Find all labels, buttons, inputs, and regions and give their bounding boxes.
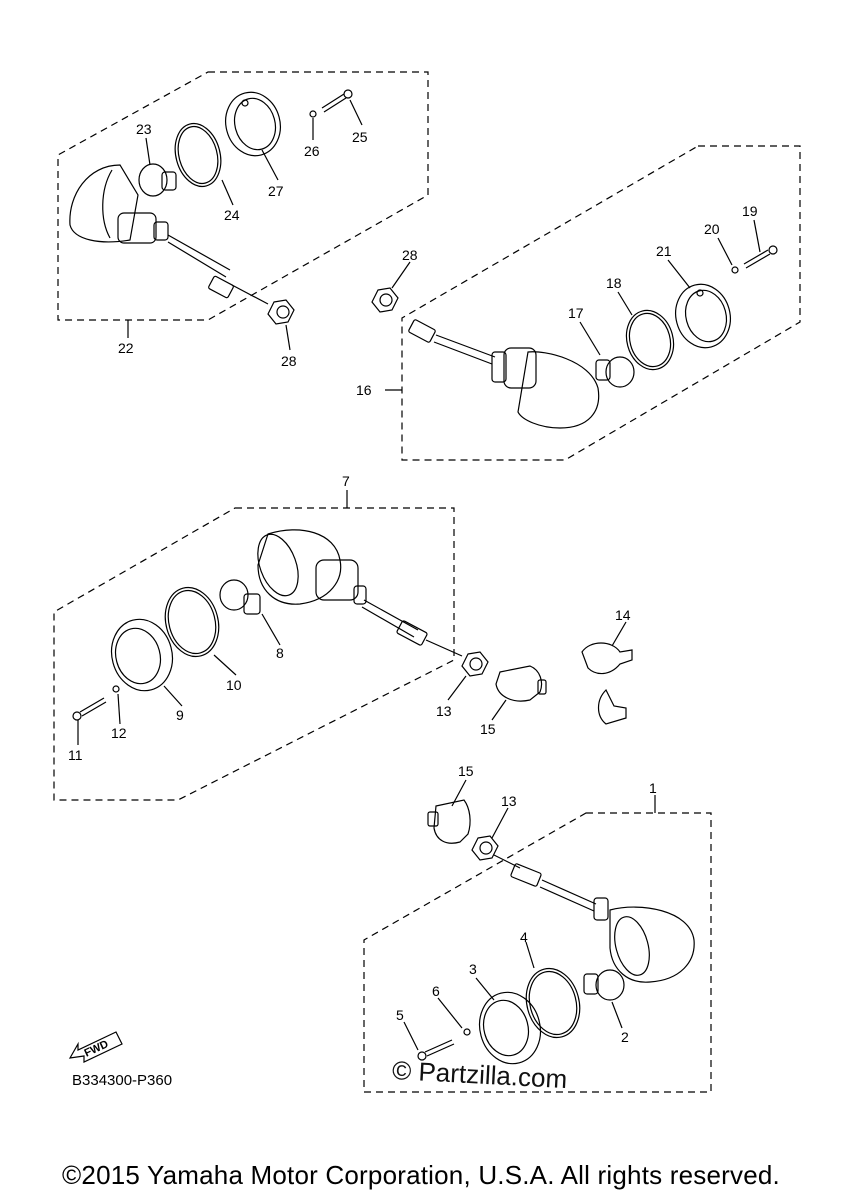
label-26: 26 [304,143,320,159]
copyright-footer: ©2015 Yamaha Motor Corporation, U.S.A. A… [62,1160,780,1190]
label-20: 20 [704,221,720,237]
group-22-housing [69,164,139,243]
washer-6 [463,1028,471,1036]
label-19: 19 [742,203,758,219]
group-7-outline [53,507,455,801]
group-1-housing [609,906,695,983]
label-24: 24 [224,207,240,223]
group-16-housing [517,351,600,429]
group-7-socket [315,559,359,601]
bulb-8 [219,579,249,611]
group-7-housing [257,529,342,605]
label-11: 11 [68,747,83,763]
label-15-lower: 15 [458,763,474,779]
lens-ring-27 [225,91,281,157]
label-27: 27 [268,183,284,199]
screw-25 [321,93,347,113]
nut-13-upper [461,651,489,677]
bulb-23 [138,163,168,197]
gasket-24 [174,122,222,188]
gasket-18 [625,309,675,371]
label-16: 16 [356,382,372,398]
label-25: 25 [352,129,368,145]
lens-ring-21 [675,283,731,349]
bracket-15-upper [495,665,543,702]
label-12: 12 [111,725,127,741]
group-1-socket [593,897,609,921]
nut-28-upper [371,287,399,313]
label-17: 17 [568,305,584,321]
group-22-outline [57,71,429,321]
label-28-upper: 28 [402,247,418,263]
label-4: 4 [520,929,528,945]
bulb-17 [605,356,635,388]
screw-19 [743,249,771,269]
label-10: 10 [226,677,242,693]
label-13-upper: 13 [436,703,452,719]
group-1-connector [510,863,542,887]
label-9: 9 [176,707,184,723]
label-13-lower: 13 [501,793,517,809]
group-16-outline [401,145,801,461]
bulb-2 [595,969,625,1001]
label-23: 23 [136,121,152,137]
label-5: 5 [396,1007,404,1023]
bracket-15-lower [433,799,471,844]
label-22: 22 [118,340,134,356]
clamp-14 [581,642,633,725]
screw-5 [424,1039,455,1057]
group-16-socket [491,351,507,383]
label-14: 14 [615,607,631,623]
label-7: 7 [342,473,350,489]
group-7-connector [396,620,428,646]
label-8: 8 [276,645,284,661]
gasket-4 [525,967,581,1039]
group-22-connector [208,275,234,299]
group-16-connector [408,319,436,343]
group-1-outline [363,812,712,1093]
gasket-10 [164,586,220,658]
label-15-upper: 15 [480,721,496,737]
label-28-lower: 28 [281,353,297,369]
label-2: 2 [621,1029,629,1045]
washer-20 [731,266,739,274]
label-18: 18 [606,275,622,291]
washer-12 [112,685,120,693]
diagram-code: B334300-P360 [72,1072,173,1089]
label-21: 21 [656,243,672,259]
screw-11 [79,697,107,717]
lens-ring-9 [110,618,174,692]
lens-ring-3 [478,991,542,1065]
nut-13-lower [471,835,499,861]
washer-26 [309,110,317,118]
label-6: 6 [432,983,440,999]
nut-28-lower [267,299,295,325]
group-22-socket [117,212,157,244]
fwd-arrow-icon: FWD [68,1031,123,1063]
label-1: 1 [649,780,657,796]
label-3: 3 [469,961,477,977]
